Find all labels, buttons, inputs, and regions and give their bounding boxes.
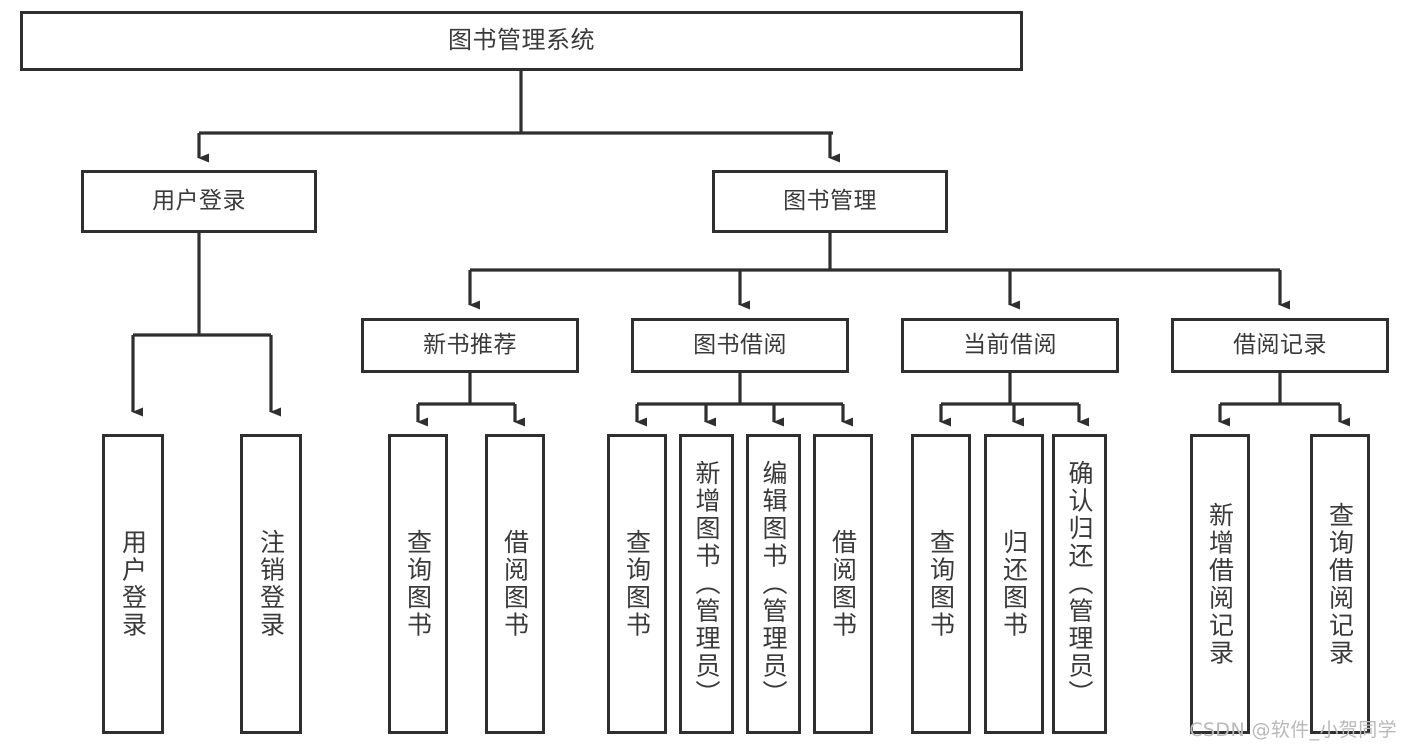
node-leaf-query-book-3-label: 查询图书 bbox=[926, 529, 956, 639]
node-leaf-add-book[interactable]: 新增图书（管理员） bbox=[679, 434, 734, 734]
node-leaf-user-logout-label: 注销登录 bbox=[256, 529, 286, 639]
watermark-text: CSDN @软件_小贺同学 bbox=[1189, 719, 1397, 741]
node-leaf-borrow-book-2[interactable]: 借阅图书 bbox=[813, 434, 873, 734]
node-leaf-borrow-book-1-label: 借阅图书 bbox=[500, 529, 530, 639]
node-leaf-query-book-1-label: 查询图书 bbox=[403, 529, 433, 639]
node-new-book-rec-label: 新书推荐 bbox=[423, 332, 517, 359]
node-leaf-query-book-2-label: 查询图书 bbox=[622, 529, 652, 639]
node-current-borrow[interactable]: 当前借阅 bbox=[901, 318, 1119, 373]
node-book-borrow[interactable]: 图书借阅 bbox=[631, 318, 849, 373]
node-leaf-borrow-book-1[interactable]: 借阅图书 bbox=[485, 434, 545, 734]
node-leaf-return-book[interactable]: 归还图书 bbox=[984, 434, 1044, 734]
node-leaf-edit-book[interactable]: 编辑图书（管理员） bbox=[746, 434, 801, 734]
node-leaf-edit-book-label: 编辑图书（管理员） bbox=[759, 460, 788, 708]
node-current-borrow-label: 当前借阅 bbox=[963, 332, 1057, 359]
node-leaf-user-login-label: 用户登录 bbox=[118, 529, 148, 639]
node-book-manage-label: 图书管理 bbox=[783, 188, 877, 215]
node-leaf-query-book-3[interactable]: 查询图书 bbox=[911, 434, 971, 734]
node-leaf-add-record[interactable]: 新增借阅记录 bbox=[1190, 434, 1250, 734]
node-leaf-query-record-label: 查询借阅记录 bbox=[1325, 501, 1355, 667]
node-new-book-rec[interactable]: 新书推荐 bbox=[361, 318, 579, 373]
node-leaf-query-book-1[interactable]: 查询图书 bbox=[388, 434, 448, 734]
node-leaf-return-book-label: 归还图书 bbox=[999, 529, 1029, 639]
node-borrow-record-label: 借阅记录 bbox=[1233, 332, 1327, 359]
node-leaf-add-book-label: 新增图书（管理员） bbox=[692, 460, 721, 708]
node-user-login-label: 用户登录 bbox=[152, 188, 246, 215]
node-leaf-query-book-2[interactable]: 查询图书 bbox=[607, 434, 667, 734]
node-leaf-add-record-label: 新增借阅记录 bbox=[1205, 501, 1235, 667]
node-leaf-confirm-return-label: 确认归还（管理员） bbox=[1065, 460, 1094, 708]
node-leaf-user-logout[interactable]: 注销登录 bbox=[240, 434, 302, 734]
node-root[interactable]: 图书管理系统 bbox=[20, 11, 1023, 71]
node-root-label: 图书管理系统 bbox=[448, 26, 595, 55]
node-leaf-query-record[interactable]: 查询借阅记录 bbox=[1310, 434, 1370, 734]
node-leaf-borrow-book-2-label: 借阅图书 bbox=[828, 529, 858, 639]
node-leaf-user-login[interactable]: 用户登录 bbox=[102, 434, 164, 734]
node-borrow-record[interactable]: 借阅记录 bbox=[1171, 318, 1389, 373]
node-leaf-confirm-return[interactable]: 确认归还（管理员） bbox=[1052, 434, 1107, 734]
node-book-borrow-label: 图书借阅 bbox=[693, 332, 787, 359]
node-book-manage[interactable]: 图书管理 bbox=[712, 170, 948, 233]
node-user-login[interactable]: 用户登录 bbox=[81, 170, 317, 233]
